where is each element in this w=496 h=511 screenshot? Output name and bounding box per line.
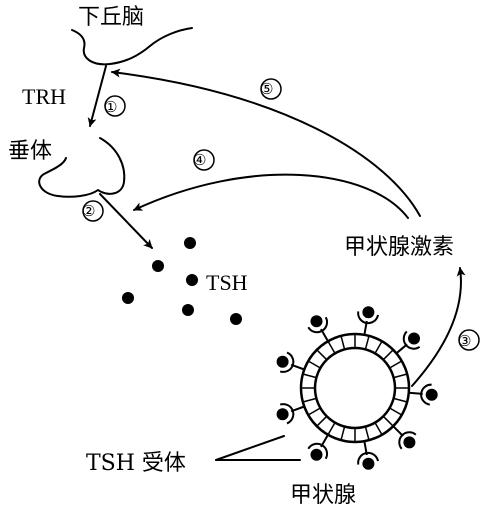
- follicle-cell-wall: [382, 415, 394, 427]
- thyroid-hormone-label: 甲状腺激素: [344, 235, 454, 260]
- tsh-receptor: [357, 306, 379, 335]
- step-5-circle: [260, 78, 282, 100]
- follicle-cell-wall: [307, 360, 321, 369]
- tsh-receptor: [408, 383, 438, 406]
- step-4-circle: [193, 149, 215, 171]
- bound-tsh-particle: [310, 315, 323, 328]
- bound-tsh-particle: [403, 436, 416, 449]
- follicle-cell-wall: [389, 360, 403, 369]
- tsh-receptor: [276, 403, 305, 425]
- bound-tsh-particle: [276, 408, 289, 421]
- tsh-label: TSH: [206, 270, 248, 295]
- follicle-cell-wall: [374, 422, 383, 436]
- follicle-cell-wall: [382, 349, 394, 361]
- hypothalamus-shape: [71, 27, 193, 66]
- hypothalamus-label: 下丘脑: [78, 5, 144, 30]
- follicle-cell-wall: [389, 407, 403, 416]
- bound-tsh-particle: [425, 388, 438, 401]
- feedback-arrow-5: [111, 68, 421, 217]
- bound-tsh-particle: [408, 332, 420, 345]
- step-5-marker: ⑤: [260, 80, 273, 98]
- follicle-cell-wall: [364, 426, 370, 441]
- follicle-cell-wall: [393, 373, 408, 379]
- step-2-circle: [82, 200, 104, 222]
- follicle-cell-wall: [302, 397, 317, 403]
- thyroid-follicle: [299, 332, 411, 444]
- receptor-pointer-upper: [215, 435, 285, 461]
- feedback-arrow-4: [133, 173, 409, 219]
- tsh-receptor: [307, 434, 329, 461]
- follicle-cell-wall: [340, 335, 346, 350]
- tsh-receptor: [395, 330, 421, 355]
- tsh-receptor: [307, 315, 329, 342]
- tsh-release-arrow: [99, 193, 153, 249]
- follicle-cell-wall: [374, 340, 383, 354]
- thyroid-label: 甲状腺: [290, 483, 356, 508]
- follicle-cell-wall: [307, 407, 321, 416]
- step-1-circle: [104, 95, 126, 117]
- step-3-circle: [458, 329, 480, 351]
- follicle-cell-wall: [393, 397, 408, 403]
- bound-tsh-particle: [362, 457, 375, 470]
- pituitary-label: 垂体: [8, 139, 52, 164]
- bound-tsh-particle: [362, 306, 375, 319]
- tsh-receptor-label: TSH 受体: [86, 451, 186, 476]
- follicle-cell-wall: [327, 422, 336, 436]
- follicle-cell-wall: [316, 349, 328, 361]
- follicle-cell-wall: [364, 335, 370, 350]
- follicle-cell-wall: [316, 415, 328, 427]
- tsh-receptors: [276, 306, 438, 470]
- follicle-cell-wall: [327, 340, 336, 354]
- tsh-receptor: [392, 425, 417, 450]
- trh-label: TRH: [22, 84, 66, 109]
- hormone-secretion-arrow: [411, 267, 466, 387]
- tsh-receptor: [357, 441, 379, 470]
- tsh-receptor: [276, 351, 305, 373]
- tsh-particles: [122, 237, 242, 325]
- follicle-cell-wall: [340, 426, 346, 441]
- step-4-marker: ④: [193, 151, 206, 169]
- bound-tsh-particle: [310, 448, 323, 461]
- trh-arrow: [87, 65, 107, 127]
- follicle-cell-wall: [302, 373, 317, 379]
- pituitary-shape: [38, 137, 126, 198]
- step-2-marker: ②: [82, 202, 95, 220]
- bound-tsh-particle: [276, 355, 289, 368]
